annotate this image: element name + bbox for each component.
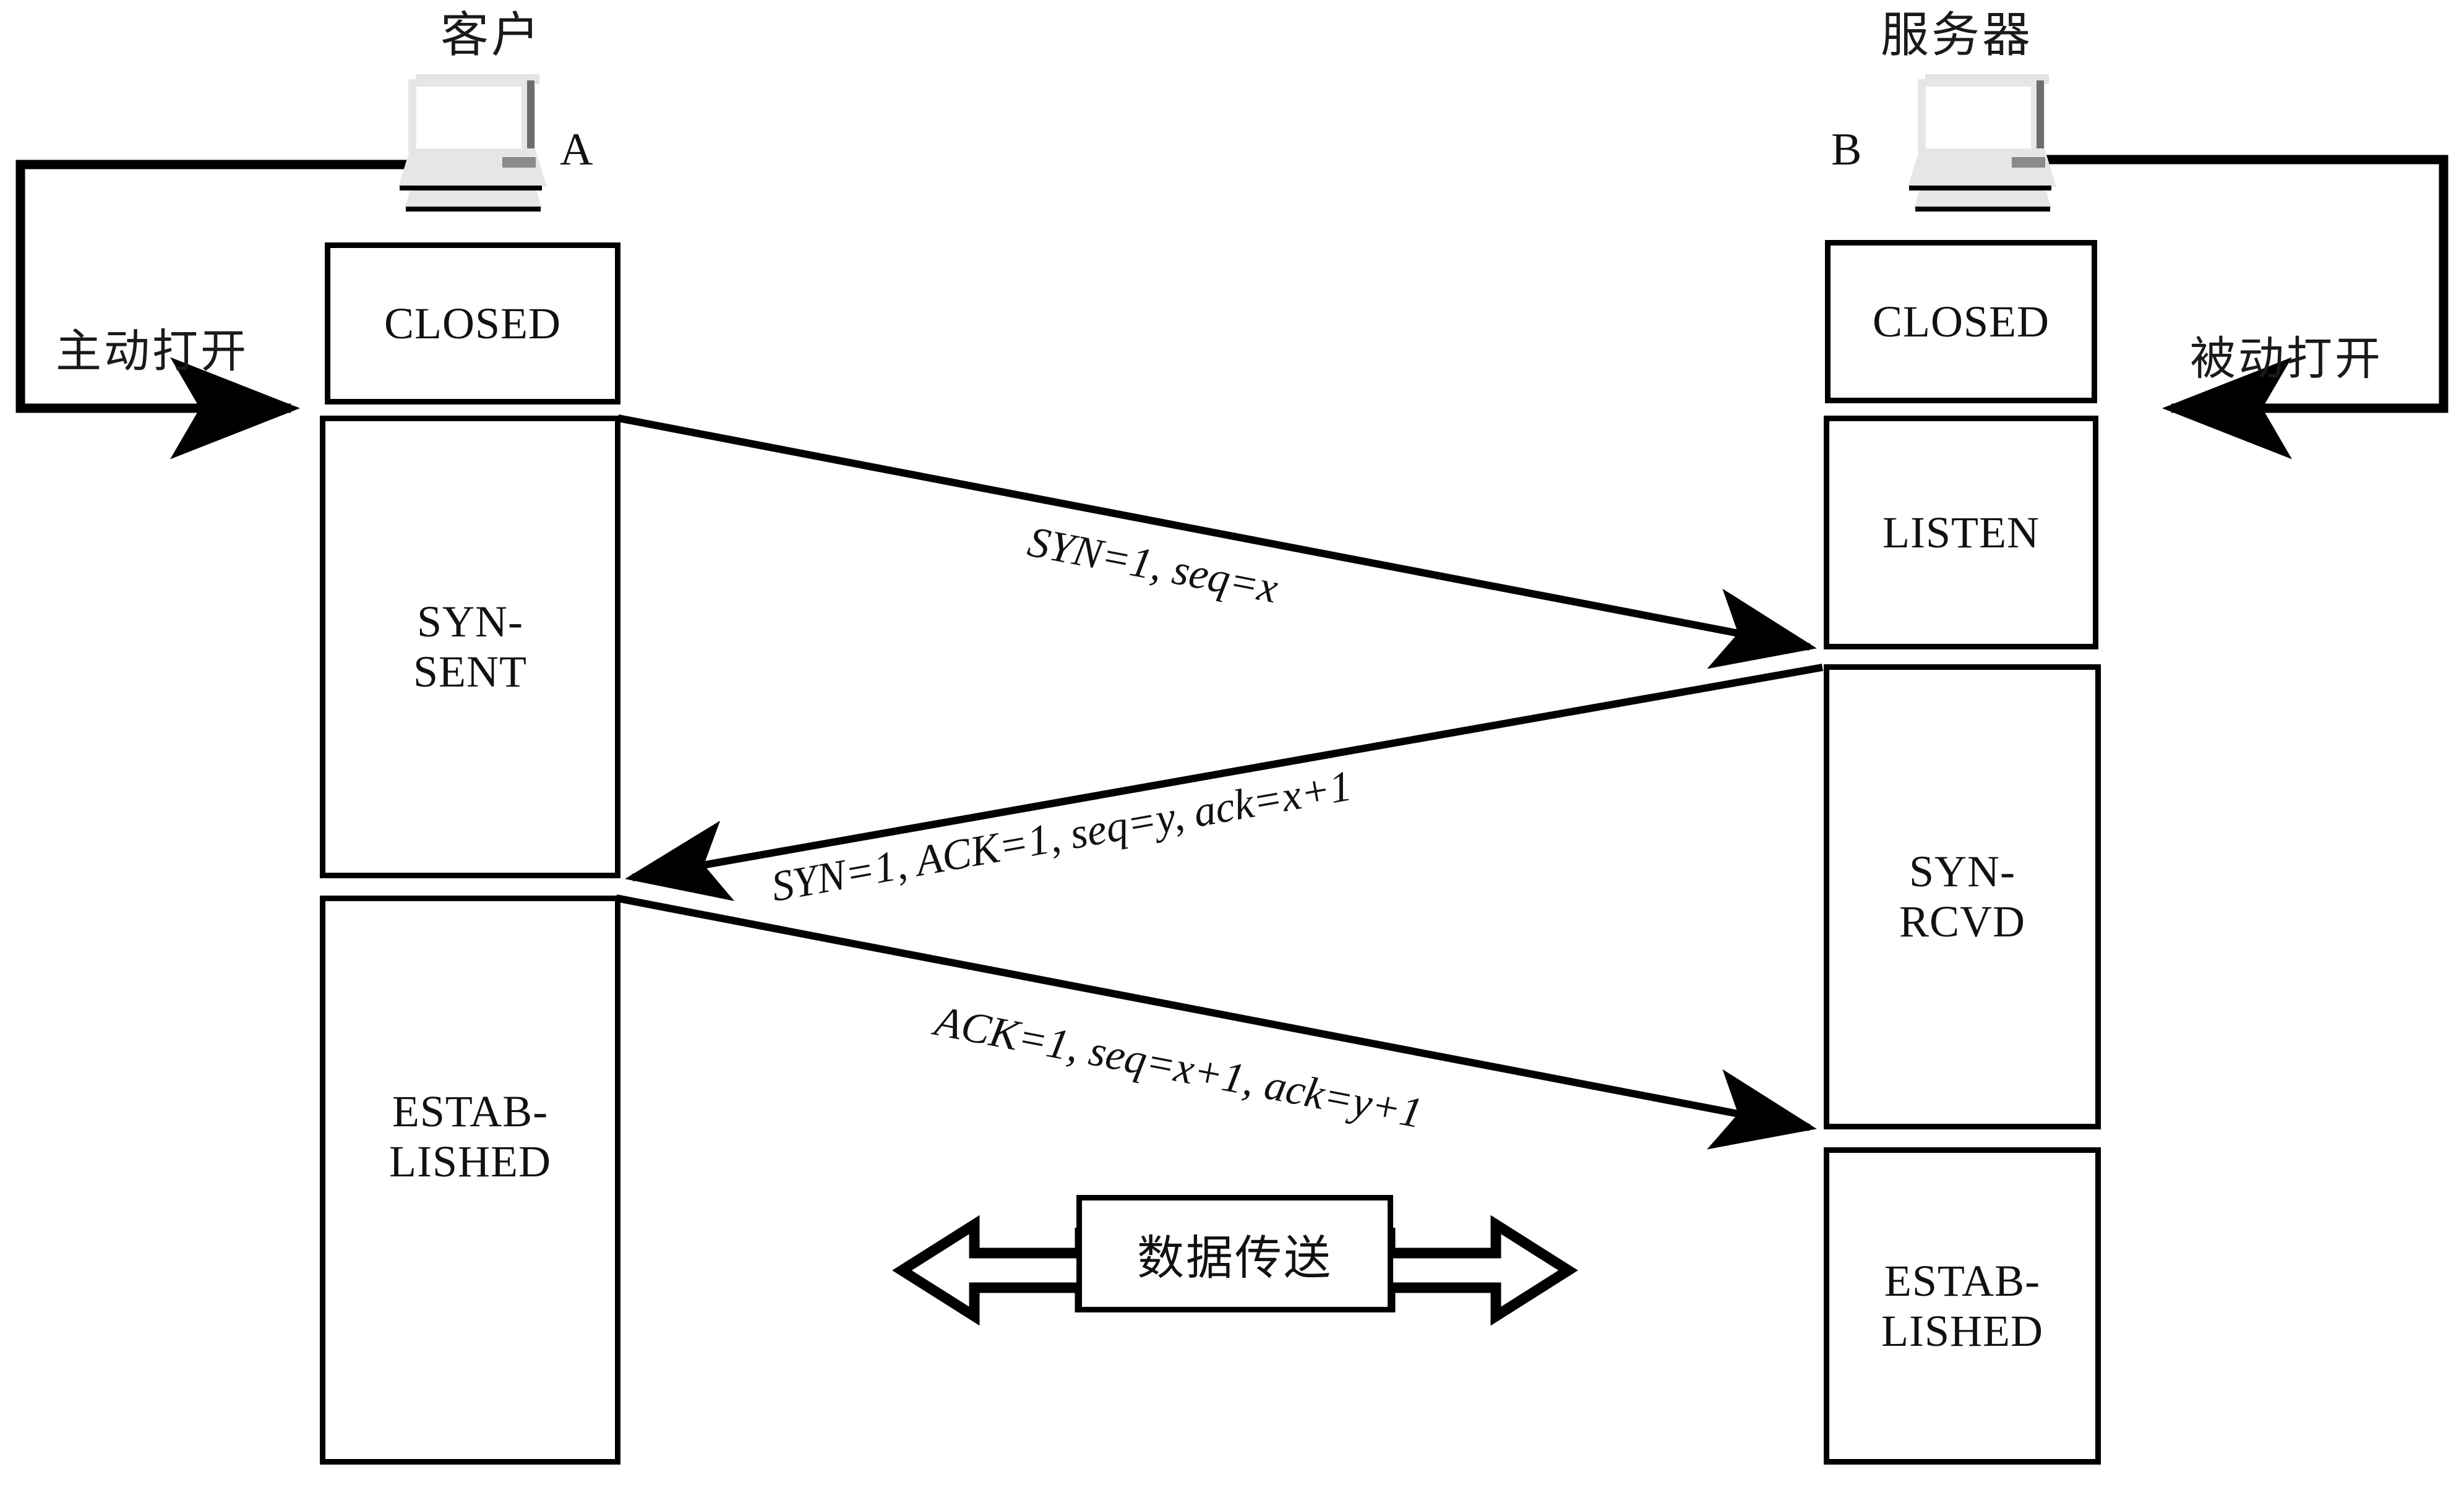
client-state-syn-sent: SYN- SENT: [320, 416, 620, 878]
client-state-established: ESTAB- LISHED: [320, 896, 620, 1465]
server-state-syn-rcvd: SYN- RCVD: [1824, 664, 2101, 1129]
active-open-label: 主动打开: [56, 327, 249, 377]
message-label-ack: ACK=1, seq=x+1, ack=y+1: [931, 997, 1427, 1138]
server-state-closed: CLOSED: [1825, 240, 2097, 403]
message-label-syn: SYN=1, seq=x: [1024, 518, 1282, 613]
client-state-closed: CLOSED: [325, 242, 620, 404]
client-computer-icon: [396, 74, 557, 212]
message-arrow-syn: [617, 414, 1817, 669]
server-host-label: 服务器: [1881, 8, 2033, 62]
message-label-syn-ack: SYN=1, ACK=1, seq=y, ack=x+1: [768, 762, 1355, 912]
data-transfer-box: 数据传送: [1076, 1195, 1393, 1312]
passive-open-label: 被动打开: [2190, 334, 2383, 385]
data-transfer-arrow-left: [892, 1215, 1086, 1326]
server-state-listen: LISTEN: [1824, 416, 2098, 649]
client-host-label: 客户: [440, 8, 543, 62]
data-transfer-label: 数据传送: [1137, 1233, 1333, 1285]
message-arrow-syn-ack: [625, 664, 1824, 901]
data-transfer-arrow-right: [1384, 1215, 1578, 1326]
server-computer-icon: [1905, 74, 2066, 212]
server-state-established: ESTAB- LISHED: [1824, 1147, 2101, 1465]
server-host-letter: B: [1831, 124, 1862, 175]
client-host-letter: A: [560, 124, 593, 175]
